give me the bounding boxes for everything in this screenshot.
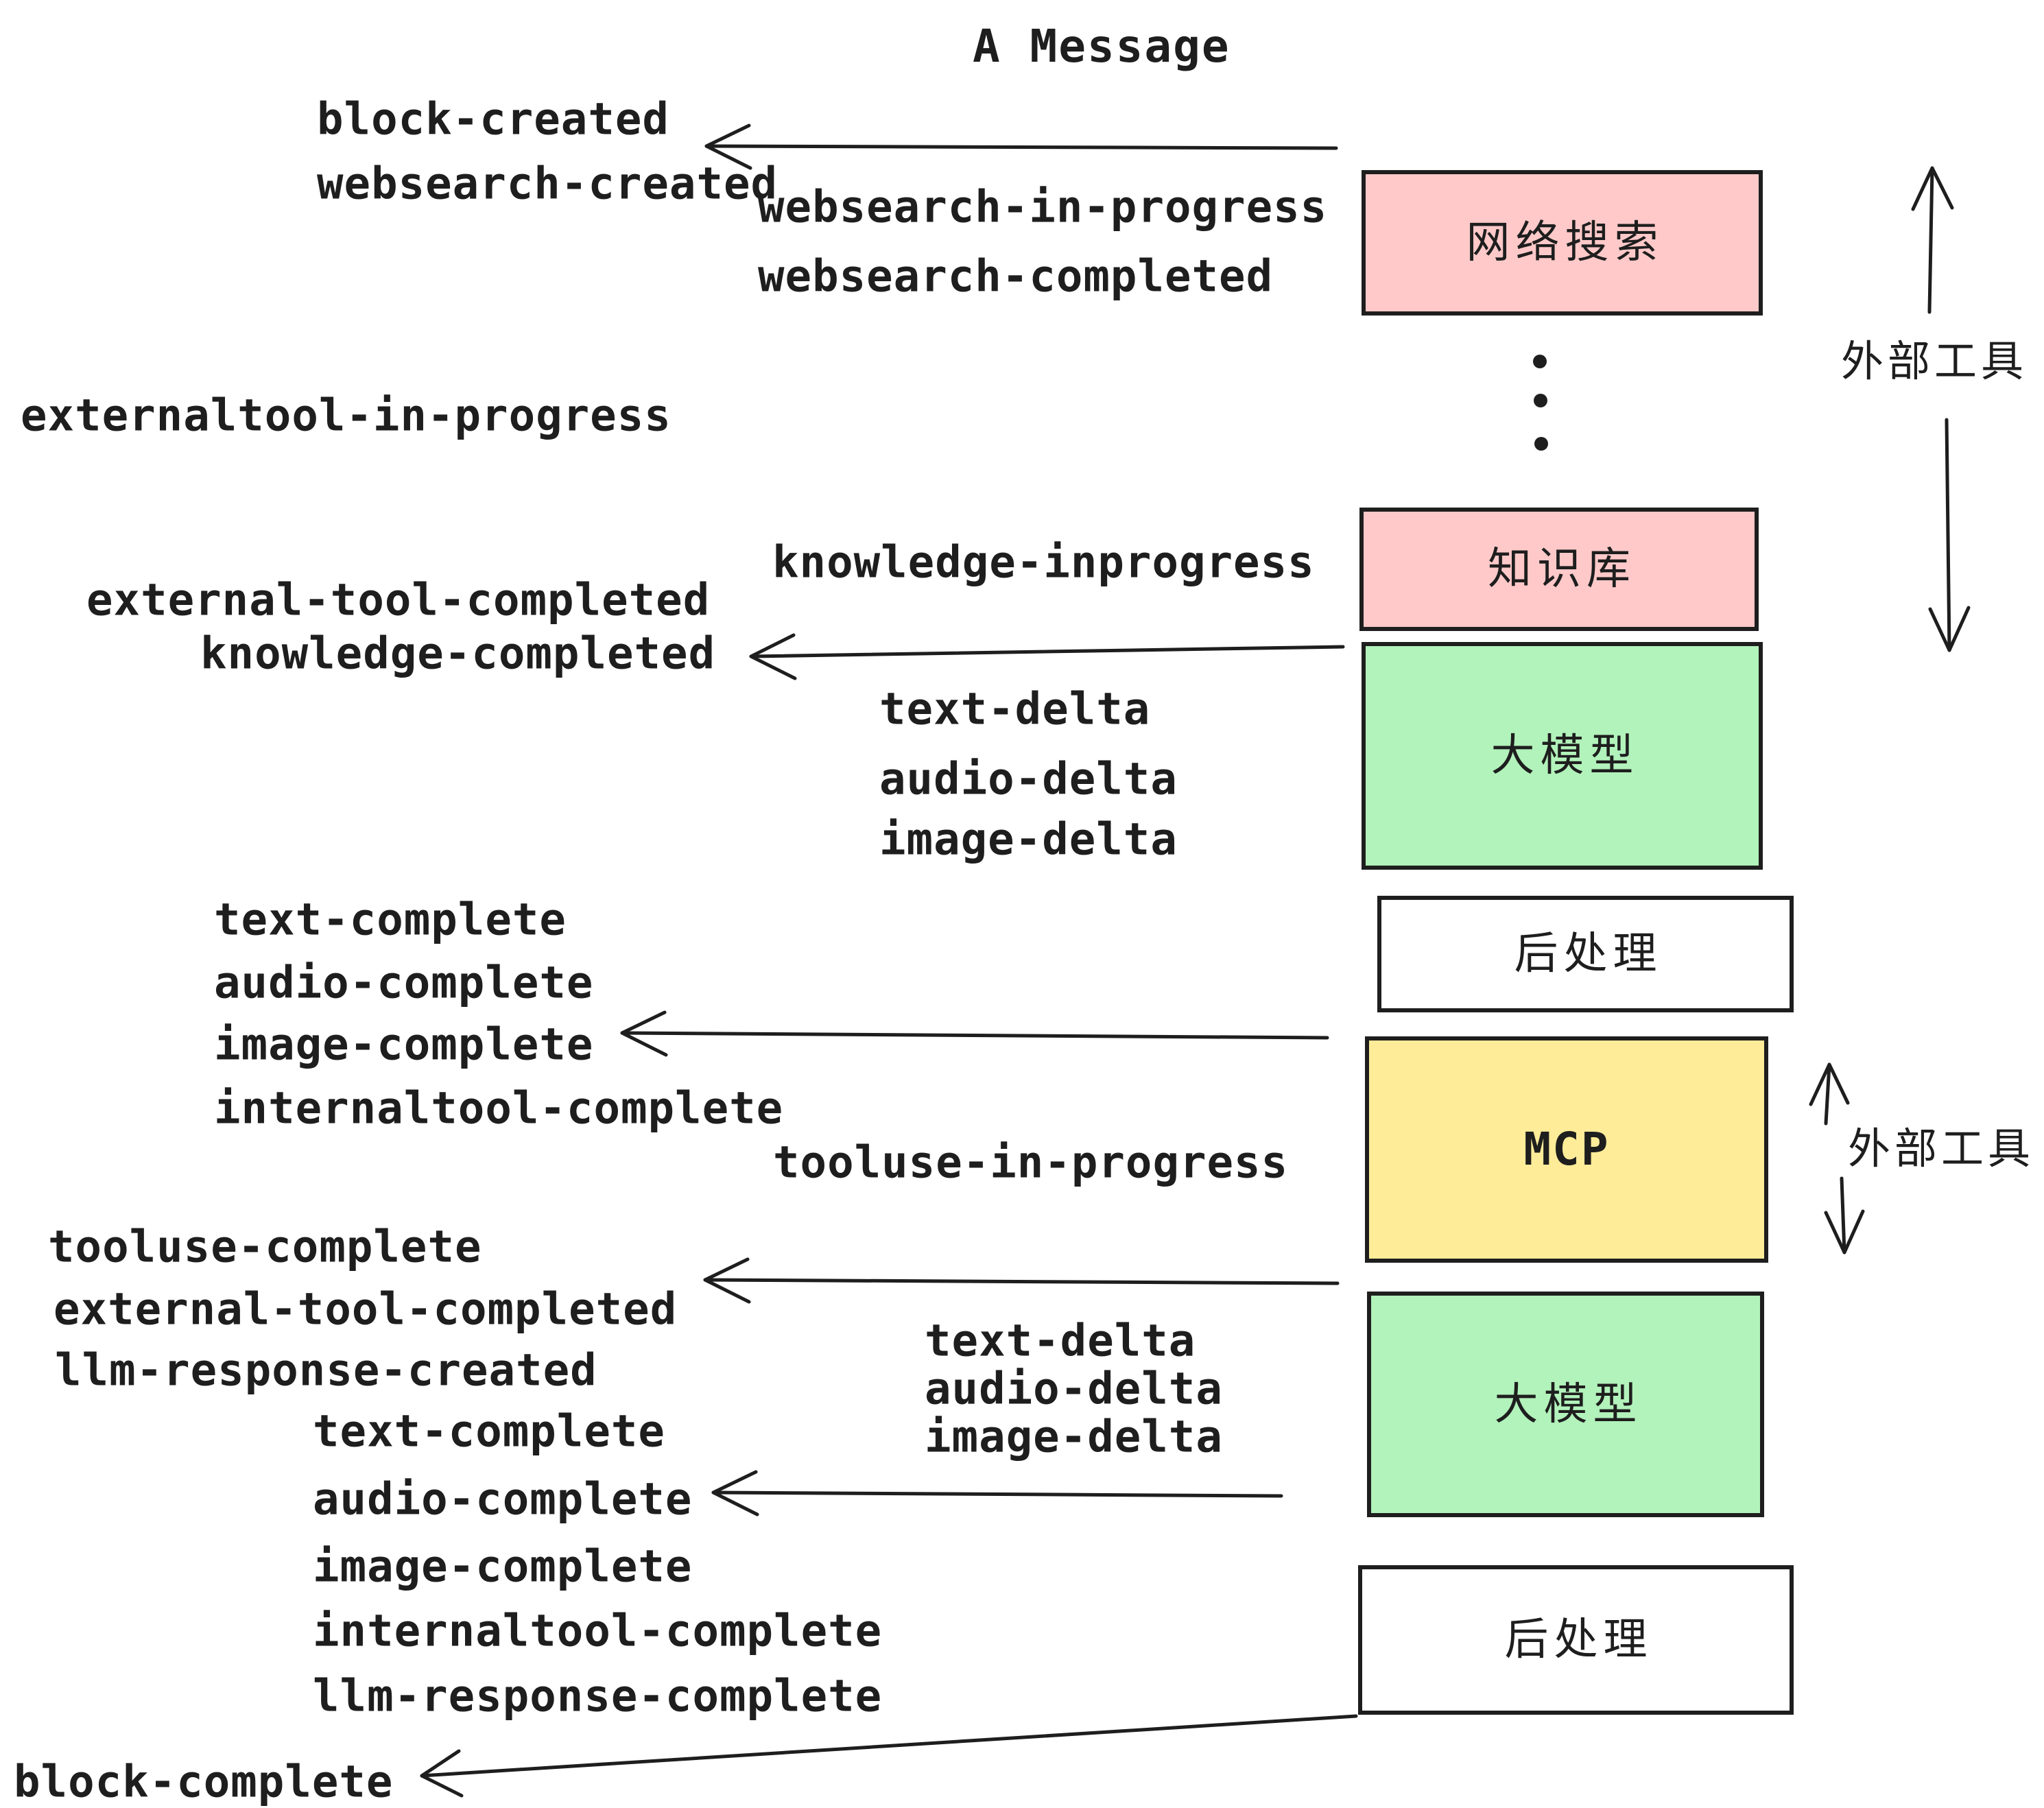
event-audio-complete: audio-complete — [214, 957, 594, 1009]
box-post-process-2-label: 后处理 — [1504, 1615, 1653, 1665]
diagram-title: A Message — [973, 20, 1231, 73]
box-llm-1: 大模型 — [1362, 642, 1763, 870]
event-internaltool-complete: internaltool-complete — [214, 1083, 784, 1134]
event-tooluse-in-progress: tooluse-in-progress — [773, 1137, 1289, 1189]
box-post-process-1-label: 后处理 — [1514, 929, 1663, 979]
event-websearch-in-progress: websearch-in-progress — [758, 182, 1328, 233]
box-mcp: MCP — [1365, 1036, 1768, 1263]
double-arrow-external-tools-2 — [1809, 1062, 1865, 1254]
event-image-complete: image-complete — [214, 1019, 594, 1071]
arrow-to-websearch-created — [704, 123, 1338, 170]
event-audio-delta-2: audio-delta — [925, 1364, 1223, 1415]
arrow-to-tooluse-complete — [703, 1257, 1340, 1304]
event-websearch-created: websearch-created — [317, 158, 779, 210]
event-knowledge-inprogress: knowledge-inprogress — [772, 537, 1315, 588]
event-block-created: block-created — [317, 94, 669, 145]
arrow-to-block-complete — [420, 1714, 1358, 1798]
event-text-complete: text-complete — [214, 894, 567, 946]
side-label-external-tools-2: 外部工具 — [1847, 1123, 2035, 1174]
side-label-external-tools-1: 外部工具 — [1840, 336, 2028, 386]
event-audio-delta: audio-delta — [879, 754, 1178, 805]
event-image-delta: image-delta — [879, 814, 1178, 866]
event-llm-response-created: llm-response-created — [55, 1345, 597, 1396]
box-llm-2: 大模型 — [1367, 1292, 1764, 1517]
event-text-delta-2: text-delta — [925, 1316, 1196, 1367]
box-post-process-2: 后处理 — [1358, 1565, 1794, 1715]
box-knowledge-label: 知识库 — [1488, 544, 1636, 595]
event-block-complete: block-complete — [14, 1757, 394, 1808]
event-llm-response-complete: llm-response-complete — [313, 1671, 883, 1722]
event-text-complete-2: text-complete — [313, 1406, 665, 1458]
box-post-process-1: 后处理 — [1377, 896, 1794, 1012]
arrow-to-knowledge-completed — [749, 633, 1345, 680]
event-image-complete-2: image-complete — [313, 1541, 693, 1593]
event-knowledge-completed: knowledge-completed — [200, 628, 716, 680]
vertical-ellipsis-dots — [1533, 355, 1548, 451]
event-externaltool-in-progress: externaltool-in-progress — [21, 390, 672, 442]
box-knowledge: 知识库 — [1359, 508, 1759, 631]
event-websearch-completed: websearch-completed — [758, 251, 1274, 302]
event-text-delta: text-delta — [879, 684, 1151, 735]
box-llm-1-label: 大模型 — [1490, 730, 1639, 781]
event-external-tool-completed-2: external-tool-completed — [54, 1284, 678, 1335]
arrow-to-image-complete — [620, 1010, 1329, 1057]
event-image-delta-2: image-delta — [925, 1412, 1223, 1463]
event-audio-complete-2: audio-complete — [313, 1474, 693, 1525]
event-tooluse-complete: tooluse-complete — [48, 1222, 482, 1273]
box-mcp-label: MCP — [1523, 1123, 1610, 1176]
event-internaltool-complete-2: internaltool-complete — [313, 1606, 883, 1657]
event-external-tool-completed: external-tool-completed — [86, 575, 711, 626]
arrow-to-audio-complete-2 — [711, 1470, 1283, 1516]
box-llm-2-label: 大模型 — [1494, 1379, 1643, 1430]
box-websearch: 网络搜索 — [1362, 170, 1763, 316]
box-websearch-label: 网络搜索 — [1466, 217, 1664, 268]
double-arrow-external-tools-1 — [1911, 166, 1971, 652]
